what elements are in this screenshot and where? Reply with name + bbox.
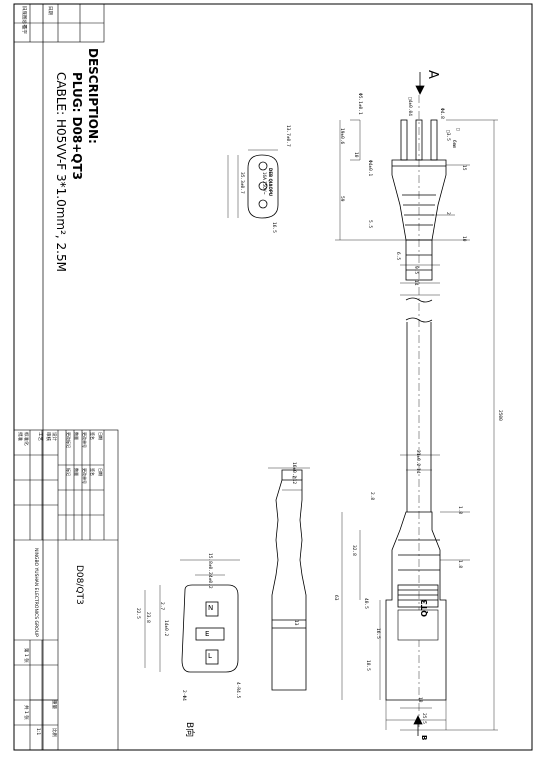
connector-dim: □12 [291, 476, 296, 485]
pin-label-l: L [208, 652, 212, 660]
view-b-arrow-label: B [420, 735, 428, 741]
connector-dim: 2-Φ4 [181, 690, 186, 701]
plug-dim: 59 [339, 196, 344, 202]
connector-dim: 2.7 [159, 602, 164, 611]
plug-dim: 15 [461, 165, 466, 171]
plug-dim: 10 [461, 236, 466, 242]
plug-face-view [227, 149, 279, 219]
connector-dim: 13 [293, 620, 298, 626]
plug-line: PLUG: D08+QT3 [70, 72, 84, 181]
scale-label: 比例 [51, 728, 56, 737]
plug-dim: □3.5 [445, 130, 450, 141]
connector-mark: QT3 [420, 599, 429, 617]
plug-brand: DEB QIAOPU [268, 168, 273, 197]
rev-header: 标记 [66, 468, 71, 476]
plug-face-dim: 16.5 [271, 222, 276, 233]
view-b-label: B向 [184, 722, 194, 738]
plug-dim: Φ5.1±0.1 [357, 93, 362, 115]
view-a-label: A [425, 70, 440, 79]
connector-dim: 1.8 [457, 506, 462, 515]
role-label: 工艺 [37, 432, 42, 441]
plug-dimension-lines [335, 119, 498, 731]
left-title-strip [13, 3, 105, 43]
connector-dim: 18.5 [365, 660, 370, 671]
connector-body [385, 511, 447, 701]
left-strip-cell: 日期 [47, 6, 52, 15]
weight-label: 重量 [51, 700, 56, 709]
connector-dim: 2.8 [369, 492, 374, 501]
plug-dim: □ [455, 128, 460, 131]
connector-dim: 14±0.2 [163, 620, 168, 637]
scale-value: 1:1 [35, 728, 40, 736]
connector-dim: 25.5 [421, 713, 426, 724]
rev-header: 数量 [74, 468, 79, 476]
plug-dim: Φ4±0.1 [367, 160, 372, 177]
connector-dim: 18 [417, 697, 422, 703]
connector-dim: 32.8 [351, 545, 356, 556]
view-arrow-b [413, 715, 423, 736]
connector-dim: 4-R4.5 [235, 682, 240, 699]
plug-dim: 10 [353, 152, 358, 158]
plug-dim: 6.5 [395, 252, 400, 261]
connector-dim: 21±0.2 [415, 450, 420, 467]
connector-dim: 15.8±0.2 [207, 553, 212, 575]
sheet-total: 共 1 张 [23, 705, 28, 720]
rev-header: 更改标记 [66, 432, 71, 448]
plug-dim: □4±0.04 [407, 97, 412, 116]
plug-rating: 16A 250V~ [262, 172, 267, 195]
role-label: 审核 [45, 432, 50, 441]
connector-dim: 1.8 [457, 560, 462, 569]
connector-dim: 14 [415, 468, 420, 474]
drawing-number: D08/QT3 [74, 565, 84, 605]
title-block-frame [13, 429, 119, 751]
cable-line: CABLE: H05VV-F 3*1.0mm², 2.5M [54, 72, 68, 272]
connector-dim: 40.5 [363, 598, 368, 609]
rev-header: 日期 [98, 468, 103, 476]
connector-mark-plate [397, 609, 439, 641]
plug-dim: 2 [445, 212, 450, 215]
rev-header: 签名 [90, 468, 95, 476]
connector-side-view [268, 467, 310, 691]
plug-face-dim: 13.7±0.7 [285, 125, 290, 147]
role-label: 设计 [51, 432, 56, 441]
role-label: 标准化 [23, 432, 28, 446]
company-name: NINGBO YUSHAN ELECTRONICS GROUP [33, 548, 38, 637]
plug-dim: 14 [413, 280, 418, 286]
left-strip-cell: 签字 [21, 25, 26, 34]
view-arrow-a [415, 72, 425, 95]
rev-header: 数量 [74, 432, 79, 440]
plug-dim: 2500 [497, 410, 502, 421]
rev-header: 签名 [90, 432, 95, 440]
plug-dim: Φ4.8 [439, 108, 444, 119]
connector-dim: 63 [333, 595, 338, 601]
sheet-border [13, 3, 533, 751]
plug-dim: 6mm [451, 140, 456, 149]
pin-label-n: N [208, 604, 214, 612]
role-label: 批准 [17, 432, 22, 441]
connector-dim: 4±0.2 [207, 575, 212, 589]
rev-header: 更改单号 [82, 432, 87, 448]
connector-dimension-lines [341, 454, 470, 730]
description-heading: DESCRIPTION: [86, 48, 100, 144]
rev-header: 更改单号 [82, 468, 87, 484]
sheet-number: 第 1 张 [23, 648, 28, 663]
pin-label-e: E [205, 630, 210, 638]
plug-dim: 19±0.6 [339, 128, 344, 145]
plug-dim: 5.5 [367, 220, 372, 229]
plug-face-dim: 35.3±0.7 [239, 172, 244, 194]
rev-header: 日期 [98, 432, 103, 440]
connector-dim: 16.5 [375, 628, 380, 639]
connector-face-view [144, 559, 240, 673]
connector-dim: 23.8 [145, 612, 150, 623]
plug-dim: 9.5 [413, 266, 418, 275]
connector-dim: 22.5 [135, 608, 140, 619]
